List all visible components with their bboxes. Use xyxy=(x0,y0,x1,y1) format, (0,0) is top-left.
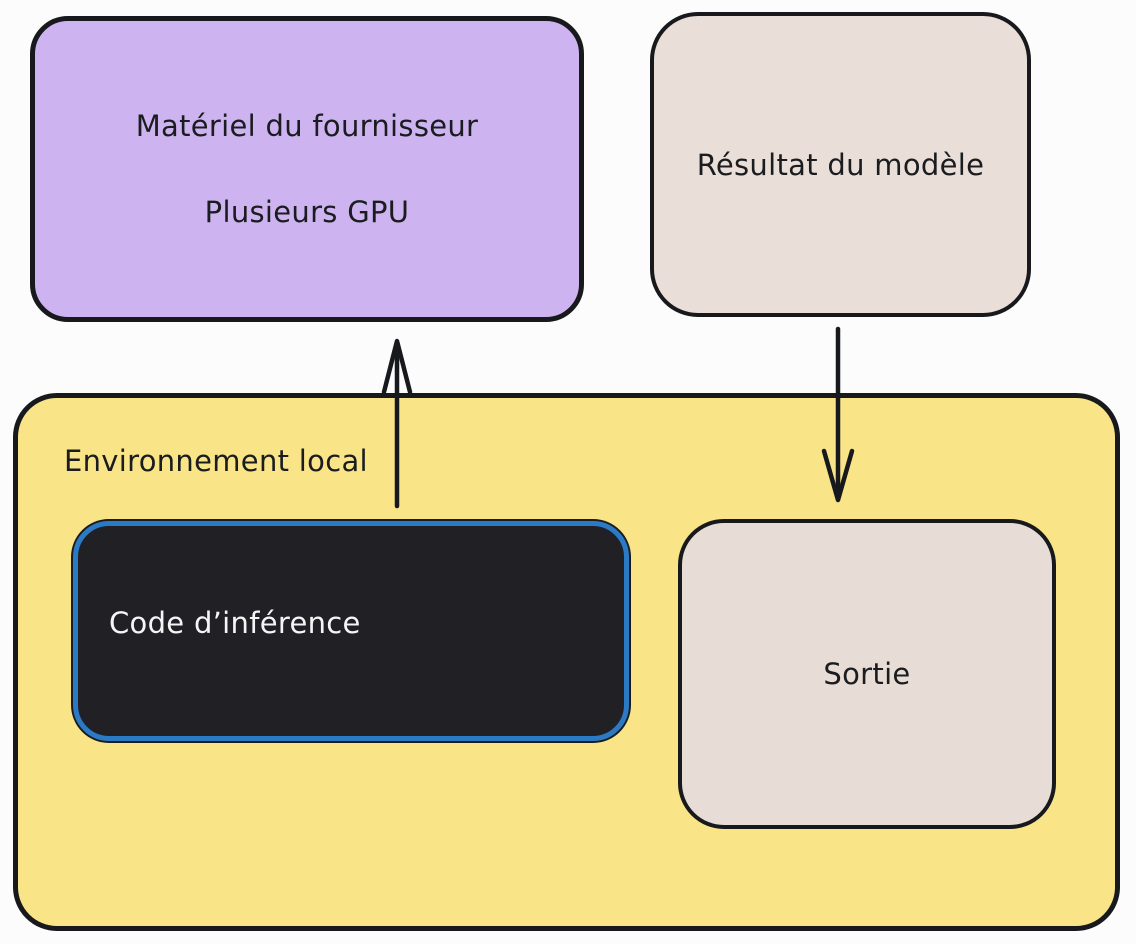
inference-code-label: Code d’inférence xyxy=(109,606,361,640)
local-environment-label: Environnement local xyxy=(64,444,368,478)
output-box: Sortie xyxy=(678,519,1056,829)
arrow-up-head xyxy=(381,338,413,395)
model-result-label: Résultat du modèle xyxy=(696,147,985,182)
model-result-box: Résultat du modèle xyxy=(650,12,1031,317)
provider-hardware-label-line2: Plusieurs GPU xyxy=(204,195,410,229)
provider-hardware-label-line1: Matériel du fournisseur xyxy=(135,109,479,143)
provider-hardware-box: Matériel du fournisseur Plusieurs GPU xyxy=(30,16,584,322)
inference-code-box: Code d’inférence xyxy=(73,521,629,741)
local-environment-box: Environnement local Code d’inférence Sor… xyxy=(13,393,1120,931)
output-label: Sortie xyxy=(823,657,911,691)
